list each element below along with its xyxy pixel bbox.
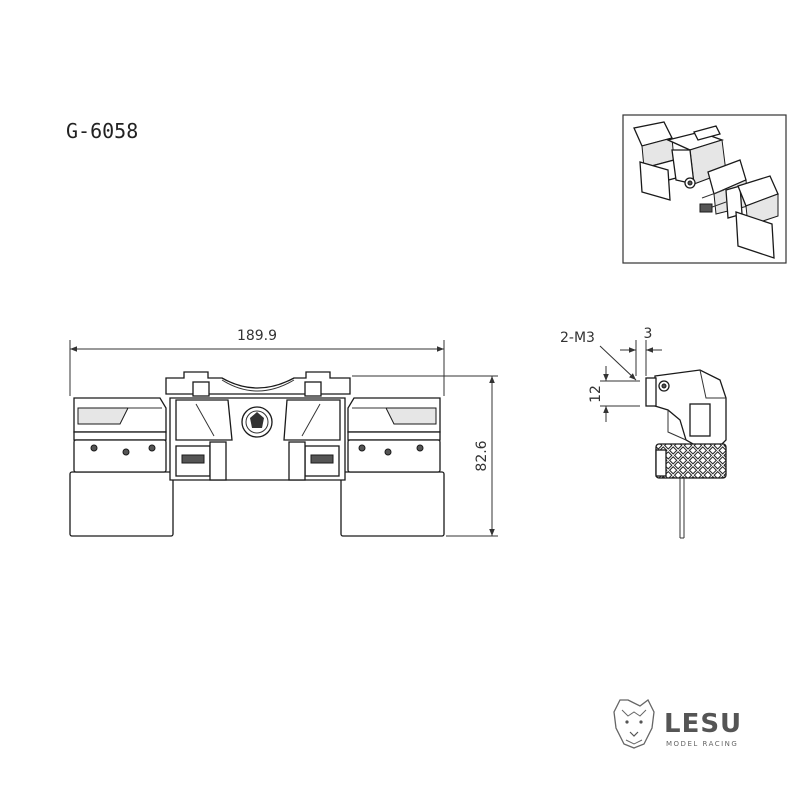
isometric-preview xyxy=(622,114,787,264)
top-bracket xyxy=(165,371,351,395)
hole-spacing: 12 xyxy=(588,385,604,403)
lion-head-icon xyxy=(613,699,655,749)
height-dimension: 82.6 xyxy=(352,375,498,537)
preview-drawing xyxy=(633,121,779,259)
height-value: 82.6 xyxy=(474,440,490,471)
left-mudflap xyxy=(69,471,174,537)
part-code: G-6058 xyxy=(66,119,138,143)
right-mudflap xyxy=(340,471,445,537)
width-value: 189.9 xyxy=(237,328,277,344)
hole-offset: 3 xyxy=(644,326,653,342)
brand-logo: LESU MODEL RACING xyxy=(613,699,742,749)
hole-spec: 2-M3 xyxy=(560,330,595,346)
brand-tagline: MODEL RACING xyxy=(666,740,738,748)
side-view xyxy=(645,369,727,539)
brand-name: LESU xyxy=(664,709,742,739)
front-view xyxy=(69,371,445,537)
hole-callout: 2-M3 3 12 xyxy=(560,326,662,422)
width-dimension: 189.9 xyxy=(69,328,445,396)
